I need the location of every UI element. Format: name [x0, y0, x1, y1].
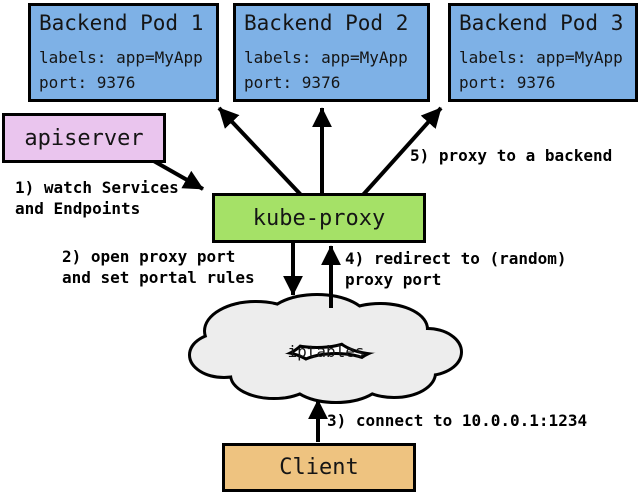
- annotation-step4: 4) redirect to (random) proxy port: [345, 249, 567, 289]
- annotation-step3: 3) connect to 10.0.0.1:1234: [327, 411, 588, 430]
- pod-port: port: 9376: [244, 73, 341, 92]
- annotation-step5: 5) proxy to a backend: [410, 146, 613, 165]
- backend-pod-1: Backend Pod 1 labels: app=MyApp port: 93…: [28, 3, 219, 102]
- kube-proxy-node: kube-proxy: [212, 193, 426, 243]
- kube-proxy-label: kube-proxy: [252, 205, 386, 231]
- pod-labels: labels: app=MyApp: [244, 48, 408, 67]
- apiserver-label: apiserver: [24, 125, 144, 151]
- pod-port: port: 9376: [459, 73, 556, 92]
- arrow-apiserver-to-kubeproxy: [151, 158, 204, 191]
- client-node: Client: [222, 443, 416, 492]
- client-label: Client: [279, 455, 359, 480]
- pod-port: port: 9376: [39, 73, 136, 92]
- arrow-kubeproxy-to-pod1: [217, 106, 304, 198]
- annotation-step2: 2) open proxy port and set portal rules: [62, 247, 255, 287]
- pod-labels: labels: app=MyApp: [459, 48, 623, 67]
- annotation-step1: 1) watch Services and Endpoints: [15, 178, 179, 218]
- backend-pod-2: Backend Pod 2 labels: app=MyApp port: 93…: [233, 3, 430, 102]
- pod-title: Backend Pod 1: [39, 11, 204, 35]
- apiserver-node: apiserver: [2, 113, 166, 163]
- pod-title: Backend Pod 3: [459, 11, 624, 35]
- backend-pod-3: Backend Pod 3 labels: app=MyApp port: 93…: [448, 3, 638, 102]
- pod-title: Backend Pod 2: [244, 11, 409, 35]
- pod-labels: labels: app=MyApp: [39, 48, 203, 67]
- arrow-kubeproxy-to-pod3: [360, 106, 443, 198]
- iptables-label: iptables: [287, 342, 365, 361]
